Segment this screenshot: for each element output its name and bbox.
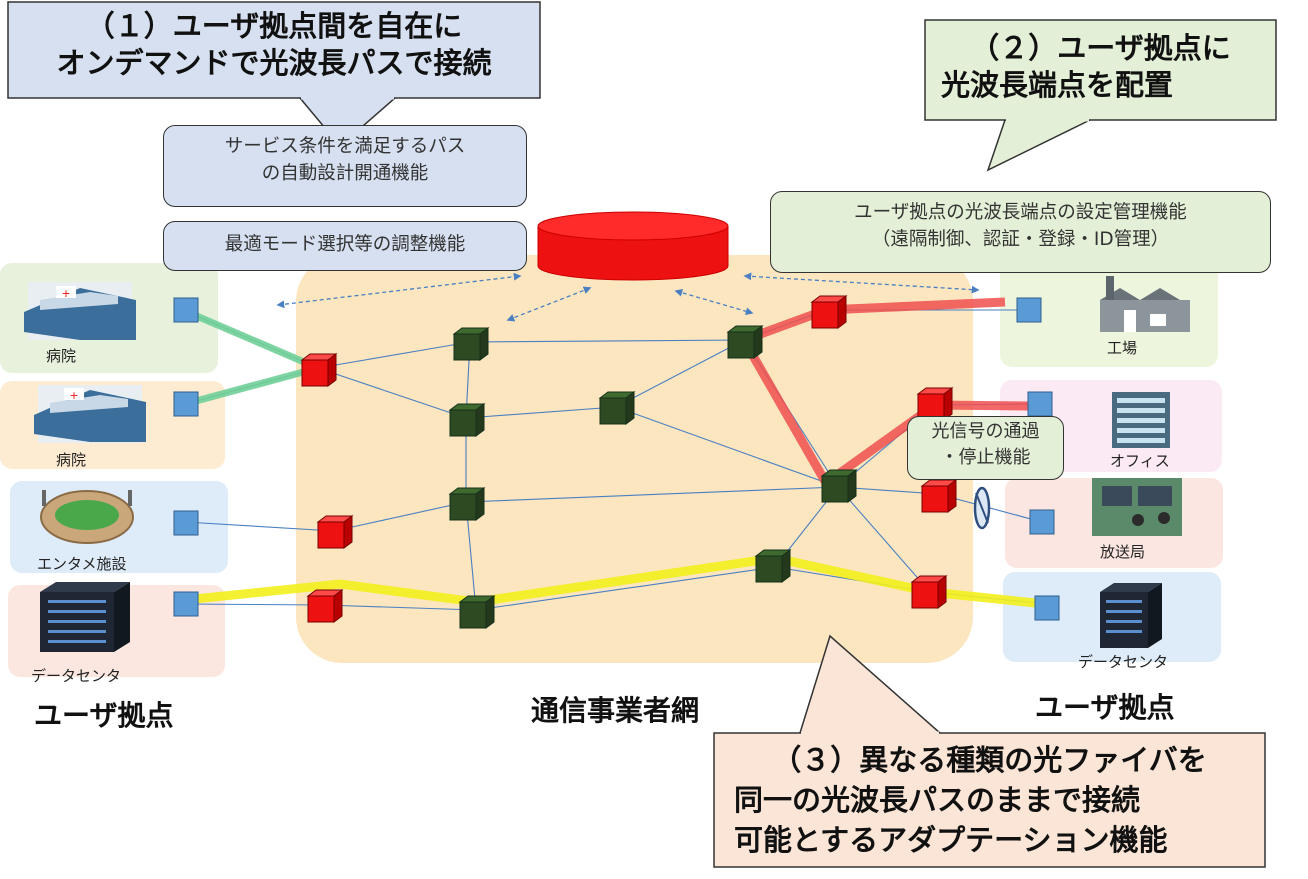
callout-3-line-2: 同一の光波長パスのままで接続 [734,783,1141,818]
green-node-icons [448,325,858,629]
red-node-icons [300,295,958,623]
broadcast-studio-icon [1092,478,1182,536]
path-red-1 [742,297,1006,345]
callout-2-pointer [986,119,1091,172]
site-label-hospital-1: 病院 [46,347,77,365]
signal-pass-line-1: 光信号の通過 [931,421,1040,442]
factory-icon [1100,276,1190,332]
service-path-line-1: サービス条件を満足するパス [224,136,466,157]
carrier-network-label: 通信事業者網 [531,694,700,727]
server-icon [1100,583,1162,648]
callout-2-shape [924,19,1277,121]
site-label-entertainment: エンタメ施設 [37,555,127,573]
endpoint-mgmt-line-1: ユーザ拠点の光波長端点の設定管理機能 [854,202,1187,223]
user-site-label-left: ユーザ拠点 [34,699,174,732]
stadium-icon [40,490,134,544]
hospital-icon: + [34,385,146,443]
callout-3-pointer [798,634,942,734]
service-path-line-2: の自動設計開通機能 [261,162,429,184]
site-label-datacenter-left: データセンタ [31,667,122,685]
path-yellow [184,553,1046,609]
site-label-datacenter-right: データセンタ [1078,653,1169,671]
mode-select-label: 最適モード選択等の調整機能 [224,234,466,255]
callout-3-line-3: 可能とするアダプテーション機能 [734,823,1168,858]
signal-pass-line-2: ・停止機能 [940,447,1031,469]
mode-select-function-box: 最適モード選択等の調整機能 [163,221,527,271]
site-label-broadcast: 放送局 [1100,543,1146,561]
hospital-icon: + [24,282,136,340]
controller-database-icon [537,211,729,281]
callout-1-shape [7,1,541,99]
office-building-icon [1112,392,1170,448]
callout-1-line-2: オンデマンドで光波長パスで接続 [56,46,492,81]
callout-1-line-1: （１）ユーザ拠点間を自在に [85,9,463,43]
signal-block-icon [973,486,991,530]
signal-pass-function-box: 光信号の通過 ・停止機能 [907,416,1064,480]
site-label-office: オフィス [1110,452,1170,470]
callout-2-line-2: 光波長端点を配置 [941,68,1174,103]
service-path-function-box: サービス条件を満足するパス の自動設計開通機能 [163,125,527,207]
callout-3-line-1: （３）異なる種類の光ファイバを [772,743,1207,777]
path-red-2 [740,337,1031,490]
user-site-label-right: ユーザ拠点 [1035,691,1175,724]
endpoint-management-function-box: ユーザ拠点の光波長端点の設定管理機能 （遠隔制御、認証・登録・ID管理） [770,191,1271,273]
site-label-hospital-2: 病院 [56,451,87,469]
site-label-factory: 工場 [1107,339,1138,357]
callout-3: （３）異なる種類の光ファイバを 同一の光波長パスのままで接続 可能とするアダプテ… [714,740,1265,860]
svg-text:+: + [69,389,78,402]
svg-text:+: + [61,287,70,300]
endpoint-mgmt-line-2: （遠隔制御、認証・登録・ID管理） [871,228,1170,250]
path-green [183,307,329,408]
callout-2: （２）ユーザ拠点に 光波長端点を配置 [925,30,1276,104]
endpoint-icons [173,297,1060,621]
callout-2-line-1: （２）ユーザ拠点に [970,31,1231,65]
callout-3-shape [713,732,1266,868]
server-icon [40,582,130,652]
callout-1: （１）ユーザ拠点間を自在に オンデマンドで光波長パスで接続 [8,8,540,82]
